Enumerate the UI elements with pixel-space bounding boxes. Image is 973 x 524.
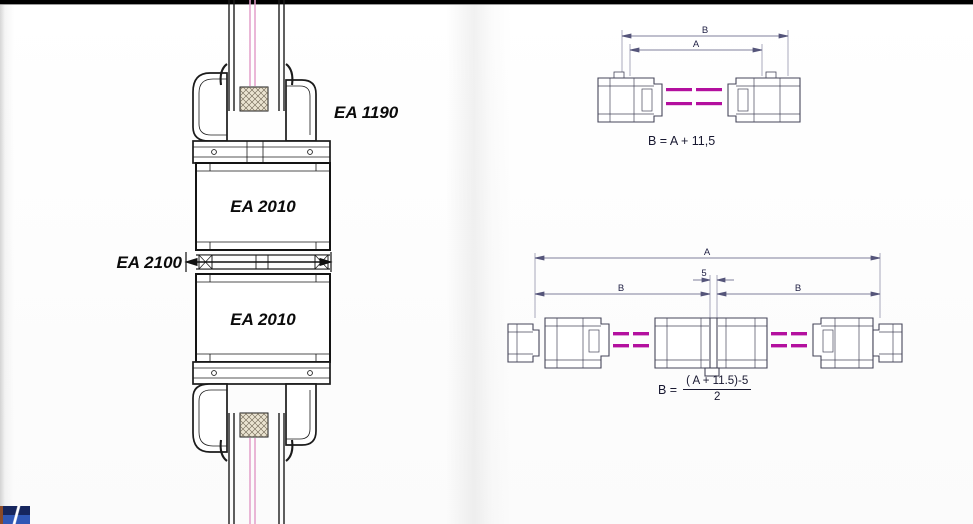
- glazing-gasket-bottom-left: [219, 439, 228, 462]
- glass-spacer-hatch-top: [239, 86, 269, 112]
- dimension-lines-bottom: [534, 253, 881, 318]
- junction-dimension-arrow: [184, 252, 333, 272]
- formula-bottom: B = ( A + 11.5)-5 2: [658, 375, 752, 404]
- two-sash-section-drawing: B A: [597, 25, 801, 123]
- transom-assembly-bottom: [192, 361, 331, 462]
- formula-denominator: 2: [713, 391, 721, 404]
- top-border-rule: [0, 0, 973, 5]
- brush-seals-top-drawing: [666, 88, 722, 106]
- label-ea-2100: EA 2100: [116, 253, 182, 272]
- formula-fraction: ( A + 11.5)-5 2: [683, 375, 752, 404]
- glass-pane-bottom: [228, 413, 285, 524]
- profile-ea2010-upper: [195, 162, 331, 251]
- sash-profiles-row: [507, 317, 903, 377]
- label-ea-2010-lower: EA 2010: [230, 310, 296, 329]
- glass-cavity-bottom: [249, 438, 256, 524]
- dim-label-gap-5: 5: [701, 268, 706, 279]
- transom-assembly-top: [192, 63, 331, 164]
- dim-label-a-overall: A: [704, 247, 711, 258]
- glass-pane-top: [228, 0, 285, 111]
- glazing-gasket-top-right: [285, 63, 294, 86]
- brush-seals-bottom-drawing: [613, 332, 807, 348]
- label-ea-2010-upper: EA 2010: [230, 197, 296, 216]
- dim-label-b-outer: B: [702, 25, 708, 36]
- dim-label-b-left: B: [618, 283, 624, 294]
- label-ea-1190: EA 1190: [334, 103, 399, 122]
- vertical-section-drawing: [184, 0, 333, 524]
- glass-cavity-top: [249, 0, 256, 86]
- glazing-gasket-top-left: [219, 63, 228, 86]
- formula-top: B = A + 11,5: [648, 134, 716, 148]
- formula-numerator: ( A + 11.5)-5: [683, 375, 752, 391]
- dimension-lines-top: [621, 30, 789, 76]
- profile-ea2010-lower: [195, 273, 331, 363]
- dim-label-b-right: B: [795, 283, 801, 294]
- sash-profiles-pair: [597, 71, 801, 123]
- dim-label-a-inner: A: [693, 39, 700, 50]
- glazing-gasket-bottom-right: [285, 439, 294, 462]
- glass-spacer-hatch-bottom: [239, 412, 269, 438]
- corner-logo-fragment: [0, 506, 30, 524]
- four-sash-section-drawing: A B B 5: [507, 247, 903, 377]
- formula-lhs: B =: [658, 382, 678, 397]
